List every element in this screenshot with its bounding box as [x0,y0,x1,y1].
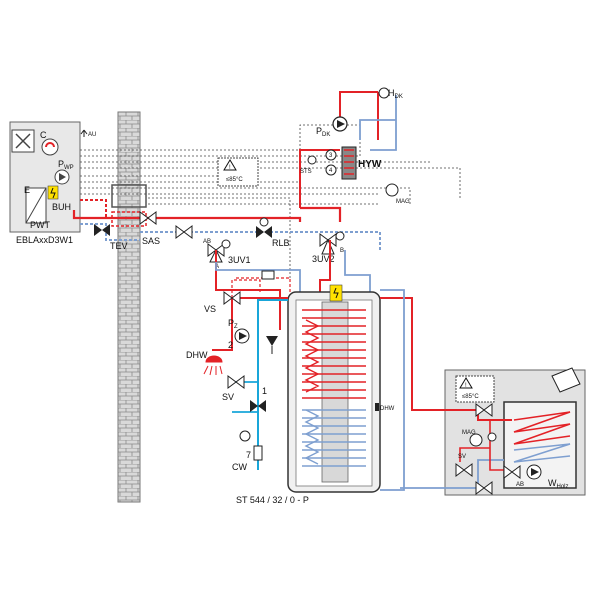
label-c: C [40,130,47,140]
return-pipe-main [80,223,381,250]
sv-valve-icon [227,375,245,389]
label-vs: VS [204,304,216,314]
storage-tank [287,291,381,493]
gauge-icon [239,430,251,442]
label-pz: PZ [228,318,238,330]
label-sv-2: SV [458,454,466,460]
label-temp85: ≤85°C [226,177,243,183]
label-mag: MAG [396,199,410,205]
safety-box-top [217,157,259,187]
label-7: 7 [246,450,251,460]
return-from-hyw [359,95,397,151]
sensor-4-icon [325,164,337,176]
mag-vessel-icon [385,183,399,197]
label-cw: CW [232,462,247,472]
shower-icon [203,355,223,376]
heater-hdk-icon [378,87,390,99]
label-buh: BUH [52,202,71,212]
svg-text:B: B [340,248,344,254]
sv-valve-icon-2 [455,463,473,477]
mag-vessel-icon-2 [469,433,483,447]
wood-valve-top-icon [475,403,493,417]
label-unit: EBLAxxD3W1 [16,235,73,245]
flow-meter-icon [261,270,275,280]
tank-coil-red [302,309,366,399]
label-au: AU [88,132,96,138]
valve-3uv2-icon [319,233,337,255]
svg-text:A: A [215,264,219,270]
label-pwp: PWP [58,159,74,171]
filling-funnel-icon [266,336,278,346]
svg-text:AB: AB [516,482,524,488]
label-hyw: HYW [358,159,382,170]
heat-pump-unit [9,121,81,233]
label-mag-2: MAG [462,430,476,436]
sensor-3-icon [325,149,337,161]
vs-valve-icon [223,291,241,305]
label-4: 4 [329,168,333,174]
brick-wall [117,111,141,503]
cold-water-line [257,299,288,470]
label-3uv1: 3UV1 [228,255,251,265]
label-dhw: DHW [186,350,208,360]
supply-pipe-main [72,206,342,222]
wood-return-pipe [380,289,504,491]
supply-pipe-hp [80,199,107,218]
tank-coil-blue [302,409,366,467]
hot-water-line [212,297,288,351]
label-pwt: PWT [30,220,50,230]
warning-triangle-icon [223,159,237,171]
wall-sleeve-upper [111,184,147,208]
svg-text:!: ! [465,383,467,389]
warning-triangle-icon-2 [459,377,473,389]
label-temp85-b: ≤85°C [462,394,479,400]
rlb-valve-icon [256,226,272,238]
tank-zigzag-red [304,319,320,393]
label-model: ST 544 / 32 / 0 - P [236,495,309,505]
supply-dashed [236,277,291,300]
svg-text:AB: AB [203,239,211,245]
drain-valve-icon [250,400,266,412]
outdoor-sensor [80,129,88,137]
label-rlb: RLB [272,238,290,248]
filter-icon [253,445,263,461]
wood-supply-pipe [380,297,512,421]
label-sv: SV [222,392,234,402]
label-sas: SAS [142,236,160,246]
label-pdk: PDK [316,126,330,138]
tev-valve-icon [94,224,110,236]
label-2: 2 [228,340,233,350]
circulation-line [231,279,261,298]
gauge-icon-2 [487,432,497,442]
label-dhw-small: DHW [380,406,395,412]
chimney-flue-icon [551,367,581,393]
hyw-exchanger [341,146,357,180]
label-3: 3 [329,153,333,159]
label-sts: STS [300,169,312,175]
label-1: 1 [262,386,267,396]
sts-valve-icon [307,155,317,165]
wood-boiler-coil-blue [513,443,571,463]
wood-inner-pipe [459,419,512,471]
label-e: E [24,185,30,195]
safety-box-wood [455,375,495,403]
label-wholz: WHolz [548,478,569,490]
svg-text:!: ! [229,165,231,171]
tank-zigzag-blue [304,409,320,465]
label-hdk: HDK [388,88,403,100]
supply-to-hyw [299,91,379,208]
return-from-tank [215,250,371,300]
label-3uv2: 3UV2 [312,254,335,264]
check-valve-icon [175,225,193,239]
mixing-valve-wood-icon [503,465,521,479]
wood-valve-bottom-icon [475,481,493,495]
wood-boiler-coil-red [513,411,571,445]
sas-valve-icon [139,211,157,225]
label-tev: TEV [110,241,128,251]
